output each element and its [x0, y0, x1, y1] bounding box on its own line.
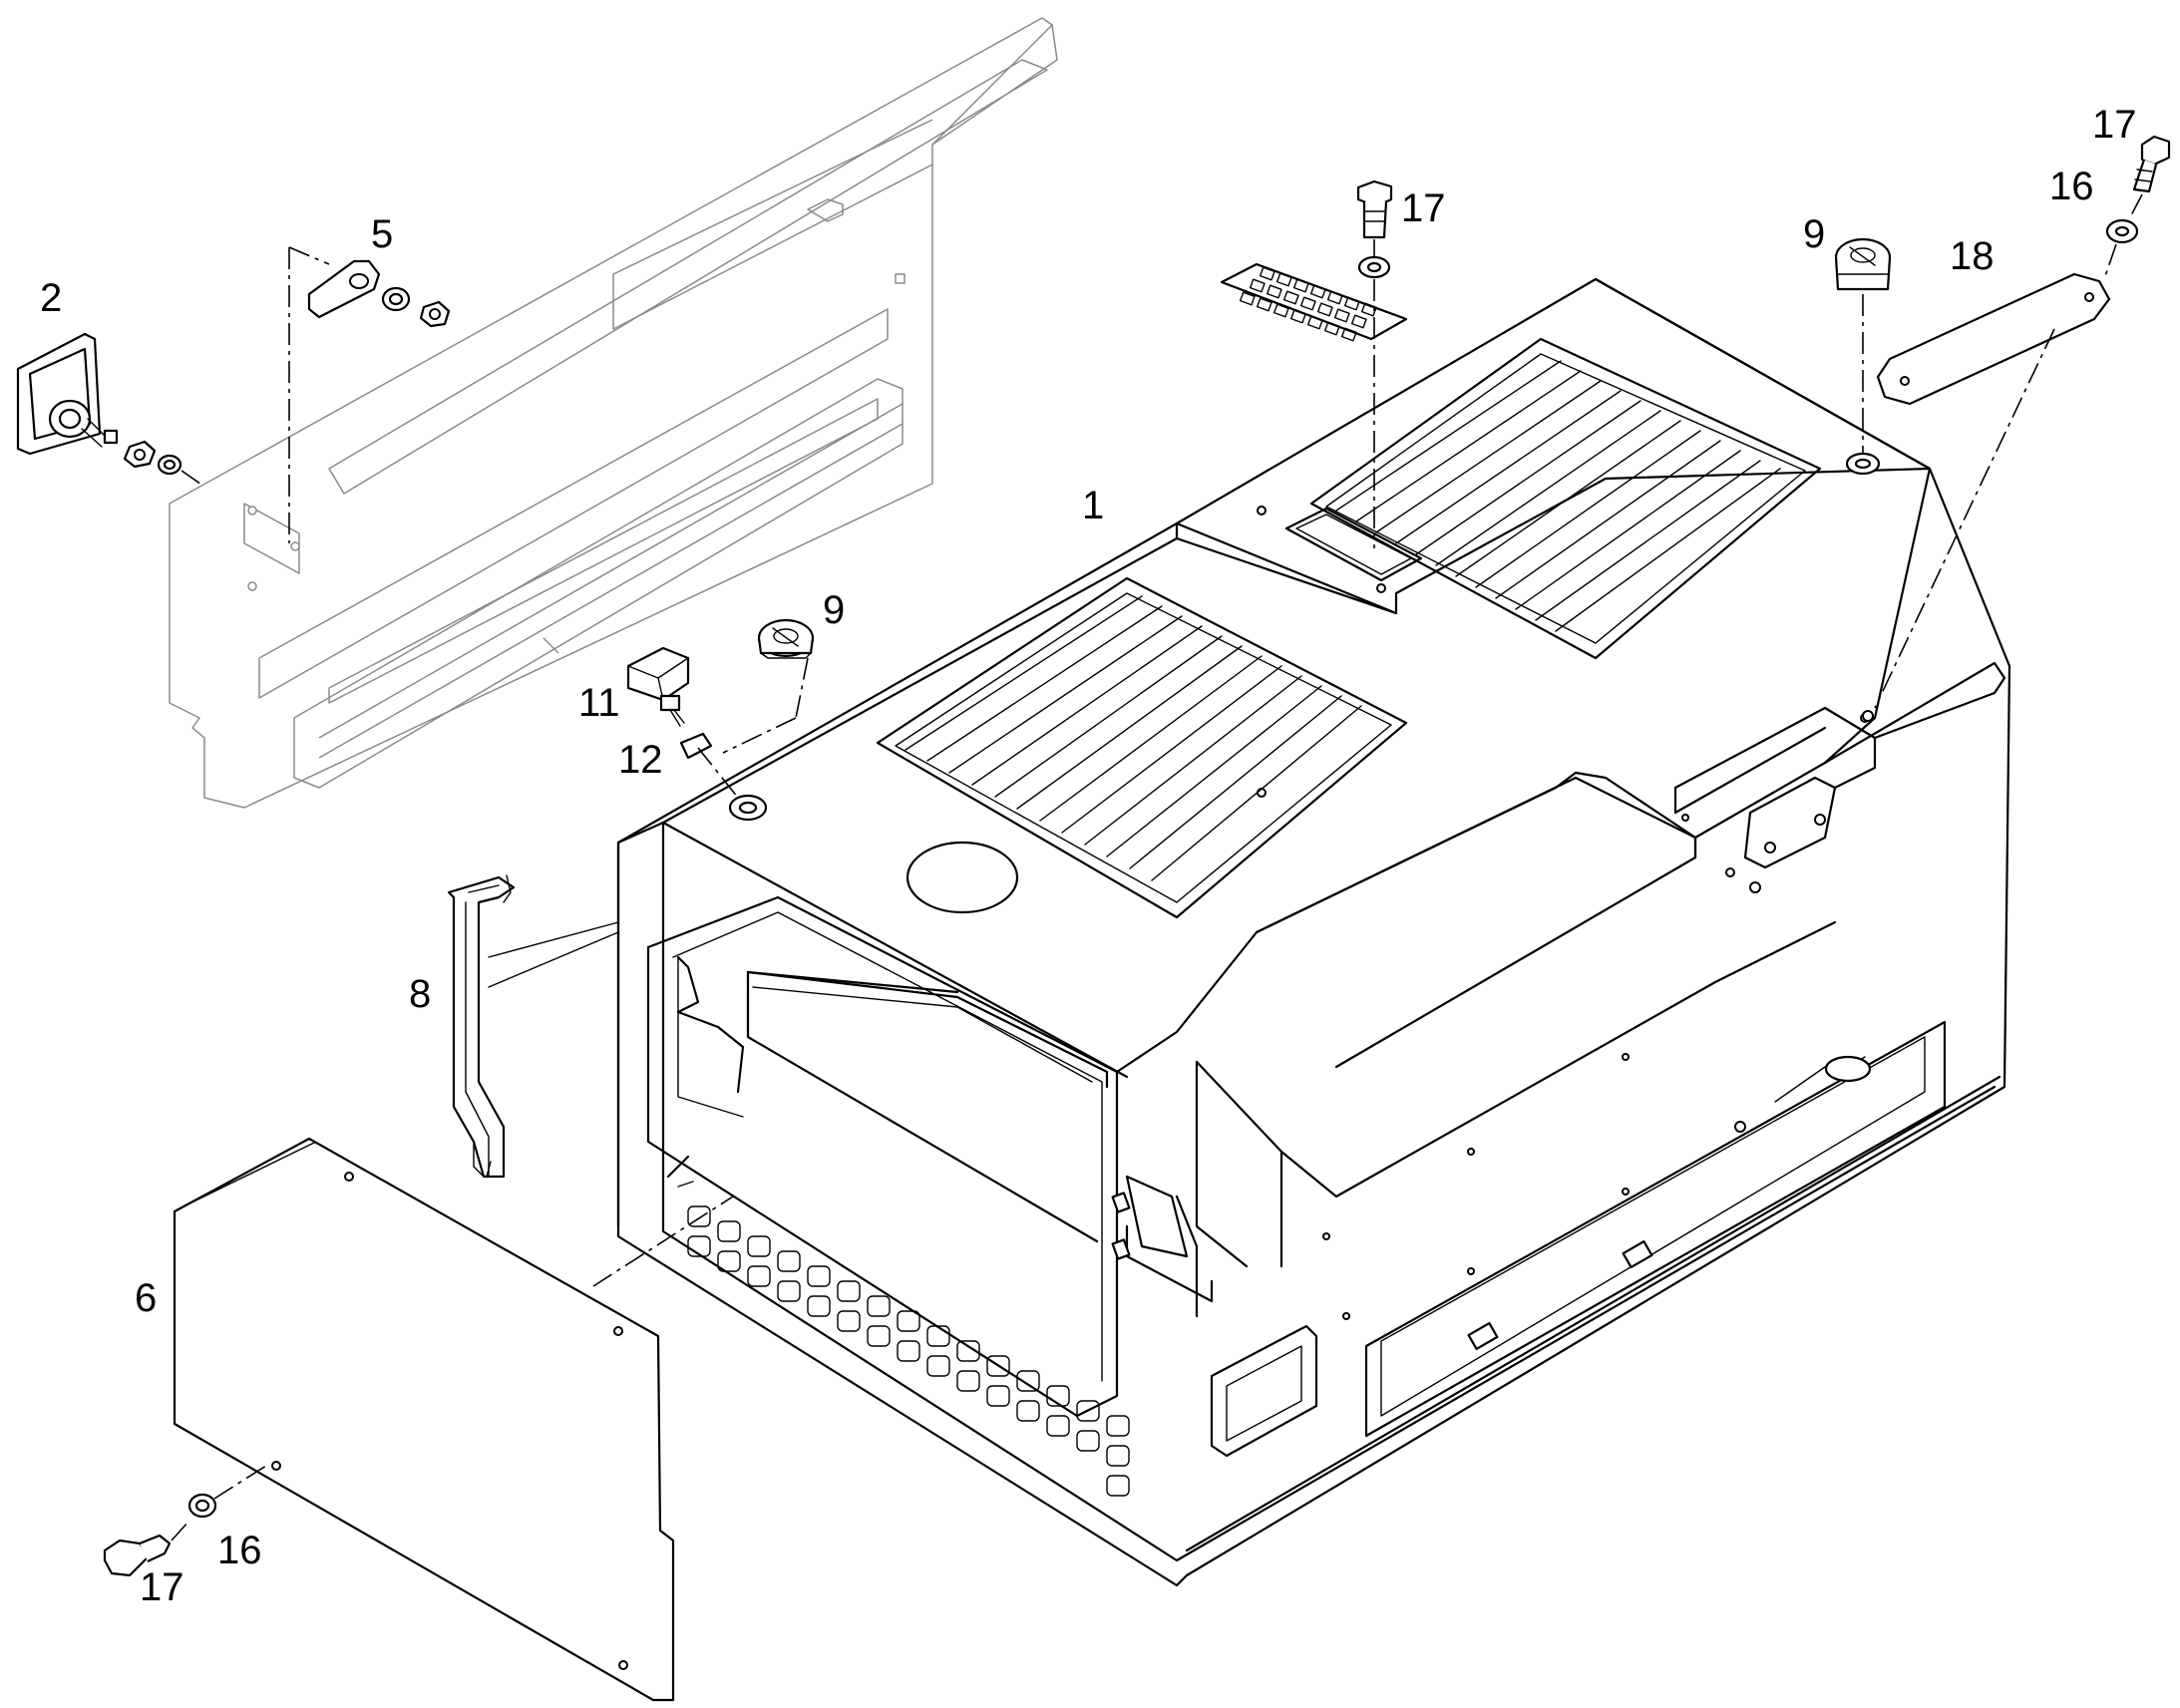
filler-cap-right-icon	[1834, 237, 1892, 476]
latch-bracket-icon	[288, 246, 451, 543]
callout-17-right: 17	[2092, 103, 2137, 147]
left-vent	[876, 576, 1408, 919]
callout-17-left: 17	[140, 1565, 184, 1609]
callout-16-left: 16	[217, 1529, 262, 1572]
callout-6: 6	[135, 1276, 157, 1320]
right-vent	[1257, 337, 1822, 660]
lamp-assembly-icon	[16, 332, 205, 488]
callout-labels: 1 2 5 6 8 9 9 11 12 16 16 17 17 17 18	[40, 103, 2137, 1609]
callout-2: 2	[40, 276, 62, 320]
handle-bar-icon	[447, 874, 619, 1179]
callout-11: 11	[578, 681, 620, 725]
callout-1: 1	[1082, 484, 1104, 527]
knob-screw-icon	[626, 646, 739, 799]
callout-8: 8	[409, 972, 431, 1016]
side-panel-ghost	[169, 17, 1058, 809]
callout-5: 5	[371, 212, 393, 256]
callout-16-right: 16	[2049, 165, 2094, 208]
callout-9-right: 9	[1803, 212, 1825, 256]
callout-18: 18	[1950, 234, 1995, 278]
access-panel-icon	[173, 1137, 734, 1702]
front-grille	[687, 1205, 1130, 1497]
callout-9-left: 9	[823, 588, 845, 632]
cover-plate-icon	[1862, 135, 2171, 722]
callout-12: 12	[618, 738, 663, 782]
panel-bolt-icon	[103, 1463, 270, 1577]
top-grille-bolt-icon	[1220, 179, 1408, 548]
hood-body	[616, 277, 2011, 1587]
callout-17-top: 17	[1401, 186, 1446, 230]
filler-cap-left-icon	[722, 618, 815, 822]
